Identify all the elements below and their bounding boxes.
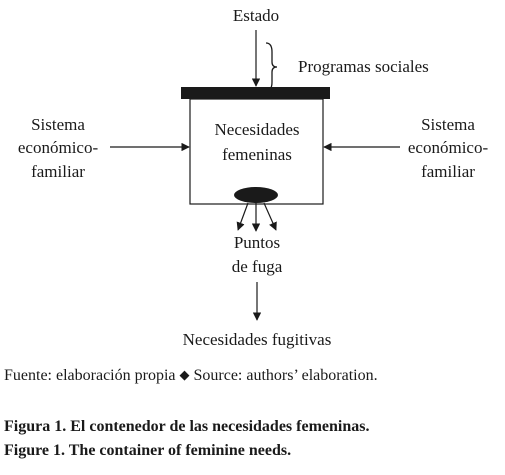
leak-hole <box>234 187 278 203</box>
source-line: Fuente: elaboración propia◆Source: autho… <box>4 367 378 385</box>
leak-arrow-right <box>263 202 277 231</box>
left-system-line1: Sistema <box>31 115 85 134</box>
estado-label: Estado <box>233 6 279 25</box>
left-system-line2: económico- <box>18 138 99 157</box>
source-es: Fuente: elaboración propia <box>4 367 176 384</box>
container-lid <box>181 87 330 99</box>
right-system-line3: familiar <box>421 162 475 181</box>
container-label-line2: femeninas <box>222 145 292 164</box>
programas-sociales-label: Programas sociales <box>298 57 429 76</box>
puntos-fuga-line2: de fuga <box>232 257 283 276</box>
diamond-separator-icon: ◆ <box>179 367 190 382</box>
source-en: Source: authors’ elaboration. <box>193 367 378 384</box>
container-label-line1: Necesidades <box>215 120 300 139</box>
figure-caption-es: Figura 1. El contenedor de las necesidad… <box>4 418 370 435</box>
figure-caption-en: Figure 1. The container of feminine need… <box>4 442 292 459</box>
leak-arrow-left <box>236 202 249 231</box>
programas-brace <box>265 42 278 92</box>
container-diagram: Estado Programas sociales Necesidades fe… <box>18 6 489 349</box>
necesidades-fugitivas-label: Necesidades fugitivas <box>183 330 332 349</box>
puntos-fuga-line1: Puntos <box>234 233 280 252</box>
right-system-line1: Sistema <box>421 115 475 134</box>
right-system-line2: económico- <box>408 138 489 157</box>
left-system-line3: familiar <box>31 162 85 181</box>
